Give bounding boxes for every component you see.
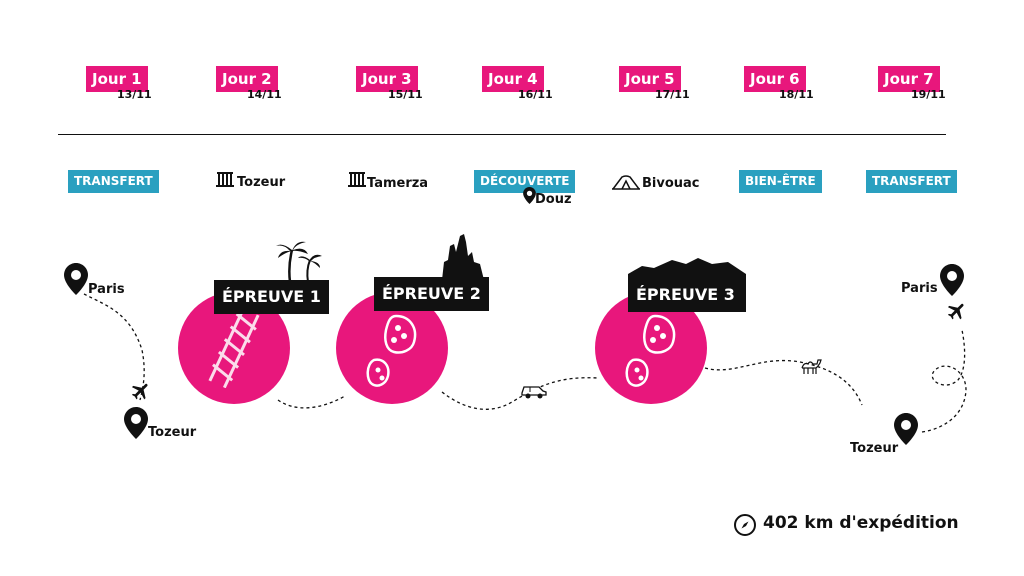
day-date: 16/11 [518, 88, 553, 101]
palm-tree-icon [276, 241, 322, 284]
footprint-icon [366, 314, 417, 387]
day-date: 17/11 [655, 88, 690, 101]
day-label: Jour 5 [619, 66, 681, 92]
plane-icon [947, 303, 964, 320]
activity-day2-label: Tozeur [237, 175, 286, 190]
map-pin-icon [940, 264, 964, 296]
camel-icon [801, 359, 822, 374]
day-label: Jour 4 [482, 66, 544, 92]
map-pin-icon [124, 407, 148, 439]
footprint-icon [625, 314, 676, 387]
route-end-paris: Paris [901, 281, 938, 296]
tent-icon [612, 175, 640, 190]
day-5: Jour 5 17/11 [619, 66, 699, 106]
day-label: Jour 7 [878, 66, 940, 92]
day-4: Jour 4 16/11 [482, 66, 562, 106]
activity-day5-label: Bivouac [642, 176, 700, 191]
route-start-paris: Paris [88, 282, 125, 297]
jeep-icon [521, 386, 547, 399]
epreuve-1-label: ÉPREUVE 1 [214, 280, 329, 314]
route-start-tozeur: Tozeur [148, 425, 197, 440]
day-label: Jour 2 [216, 66, 278, 92]
tire-track-icon [208, 308, 260, 388]
day-date: 15/11 [388, 88, 423, 101]
day-date: 19/11 [911, 88, 946, 101]
day-label: Jour 3 [356, 66, 418, 92]
map-pin-icon [64, 263, 88, 295]
day-label: Jour 6 [744, 66, 806, 92]
day-date: 18/11 [779, 88, 814, 101]
ruins-icon [348, 172, 366, 187]
day-2: Jour 2 14/11 [216, 66, 296, 106]
rock-formation-icon [442, 234, 484, 280]
expedition-distance: 402 km d'expédition [763, 513, 959, 533]
activity-day4-tag: DÉCOUVERTE [474, 170, 576, 193]
route-end-tozeur: Tozeur [850, 441, 899, 456]
activity-day4-place-label: Douz [535, 192, 572, 207]
map-pin-icon [523, 187, 536, 204]
timeline-divider [58, 134, 946, 135]
day-label: Jour 1 [86, 66, 148, 92]
day-date: 13/11 [117, 88, 152, 101]
day-6: Jour 6 18/11 [744, 66, 824, 106]
map-pin-icon [894, 413, 918, 445]
activity-day3-label: Tamerza [367, 176, 429, 191]
day-1: Jour 1 13/11 [86, 66, 166, 106]
compass-icon [734, 514, 756, 536]
activity-day6-tag: BIEN-ÊTRE [739, 170, 822, 193]
day-date: 14/11 [247, 88, 282, 101]
plane-icon [131, 383, 148, 400]
day-3: Jour 3 15/11 [356, 66, 436, 106]
epreuve-3-label: ÉPREUVE 3 [628, 278, 746, 312]
activity-day1-tag: TRANSFERT [68, 170, 159, 193]
ruins-icon [216, 172, 234, 187]
epreuve-2-label: ÉPREUVE 2 [374, 277, 489, 311]
day-7: Jour 7 19/11 [878, 66, 958, 106]
activity-day7-tag: TRANSFERT [866, 170, 957, 193]
